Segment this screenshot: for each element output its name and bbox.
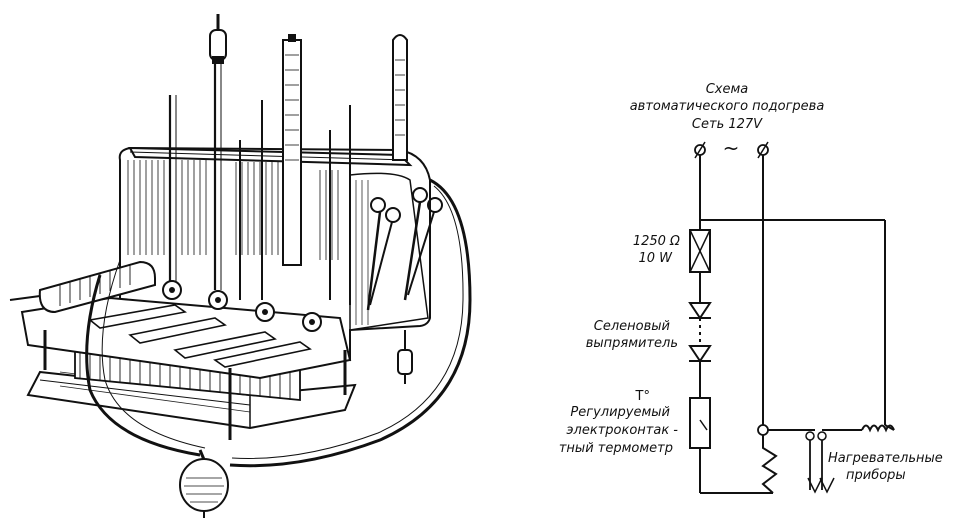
mains-label: Сеть 127V xyxy=(692,117,763,132)
burner-valves xyxy=(162,280,322,332)
contact-thermometer xyxy=(392,34,408,161)
thermometer-scale xyxy=(282,34,302,266)
heating-apparatus-illustration xyxy=(9,14,472,518)
thermo-label-line3: тный термометр xyxy=(559,441,673,456)
thermo-label-line1: Регулируемый xyxy=(570,405,670,420)
hanging-weight xyxy=(397,330,413,384)
hoses xyxy=(85,178,472,468)
resistor-value-label: 1250 Ω xyxy=(633,234,680,249)
legs xyxy=(43,330,347,440)
relay-node xyxy=(757,424,769,436)
circuit-schematic: Схема автоматического подогрева Сеть 127… xyxy=(559,82,943,494)
schema-title-line1: Схема xyxy=(706,82,749,97)
rectifier-label-line2: выпрямитель xyxy=(586,336,678,351)
wire-heater-return xyxy=(884,424,895,431)
hanging-instruments xyxy=(366,187,443,311)
thermo-label-line2: электроконтак - xyxy=(566,423,678,438)
rubber-bulb xyxy=(179,449,229,518)
ac-symbol: ~ xyxy=(723,136,740,160)
relay-contacts xyxy=(805,431,835,494)
resistor-power-label: 10 W xyxy=(638,251,673,266)
rectifier-label-line1: Селеновый xyxy=(594,319,670,334)
thermo-symbol: T° xyxy=(635,389,650,404)
schema-title-line2: автоматического подогрева xyxy=(630,99,825,114)
selenium-rectifier xyxy=(688,302,712,363)
heater-label-line2: приборы xyxy=(846,468,906,483)
resistor xyxy=(689,229,711,273)
vertical-tubes xyxy=(168,60,351,305)
relay-zigzag xyxy=(761,435,778,494)
lamp-bulb xyxy=(209,14,227,64)
heater-label-line1: Нагревательные xyxy=(828,451,943,466)
contact-thermometer-symbol xyxy=(689,397,711,449)
